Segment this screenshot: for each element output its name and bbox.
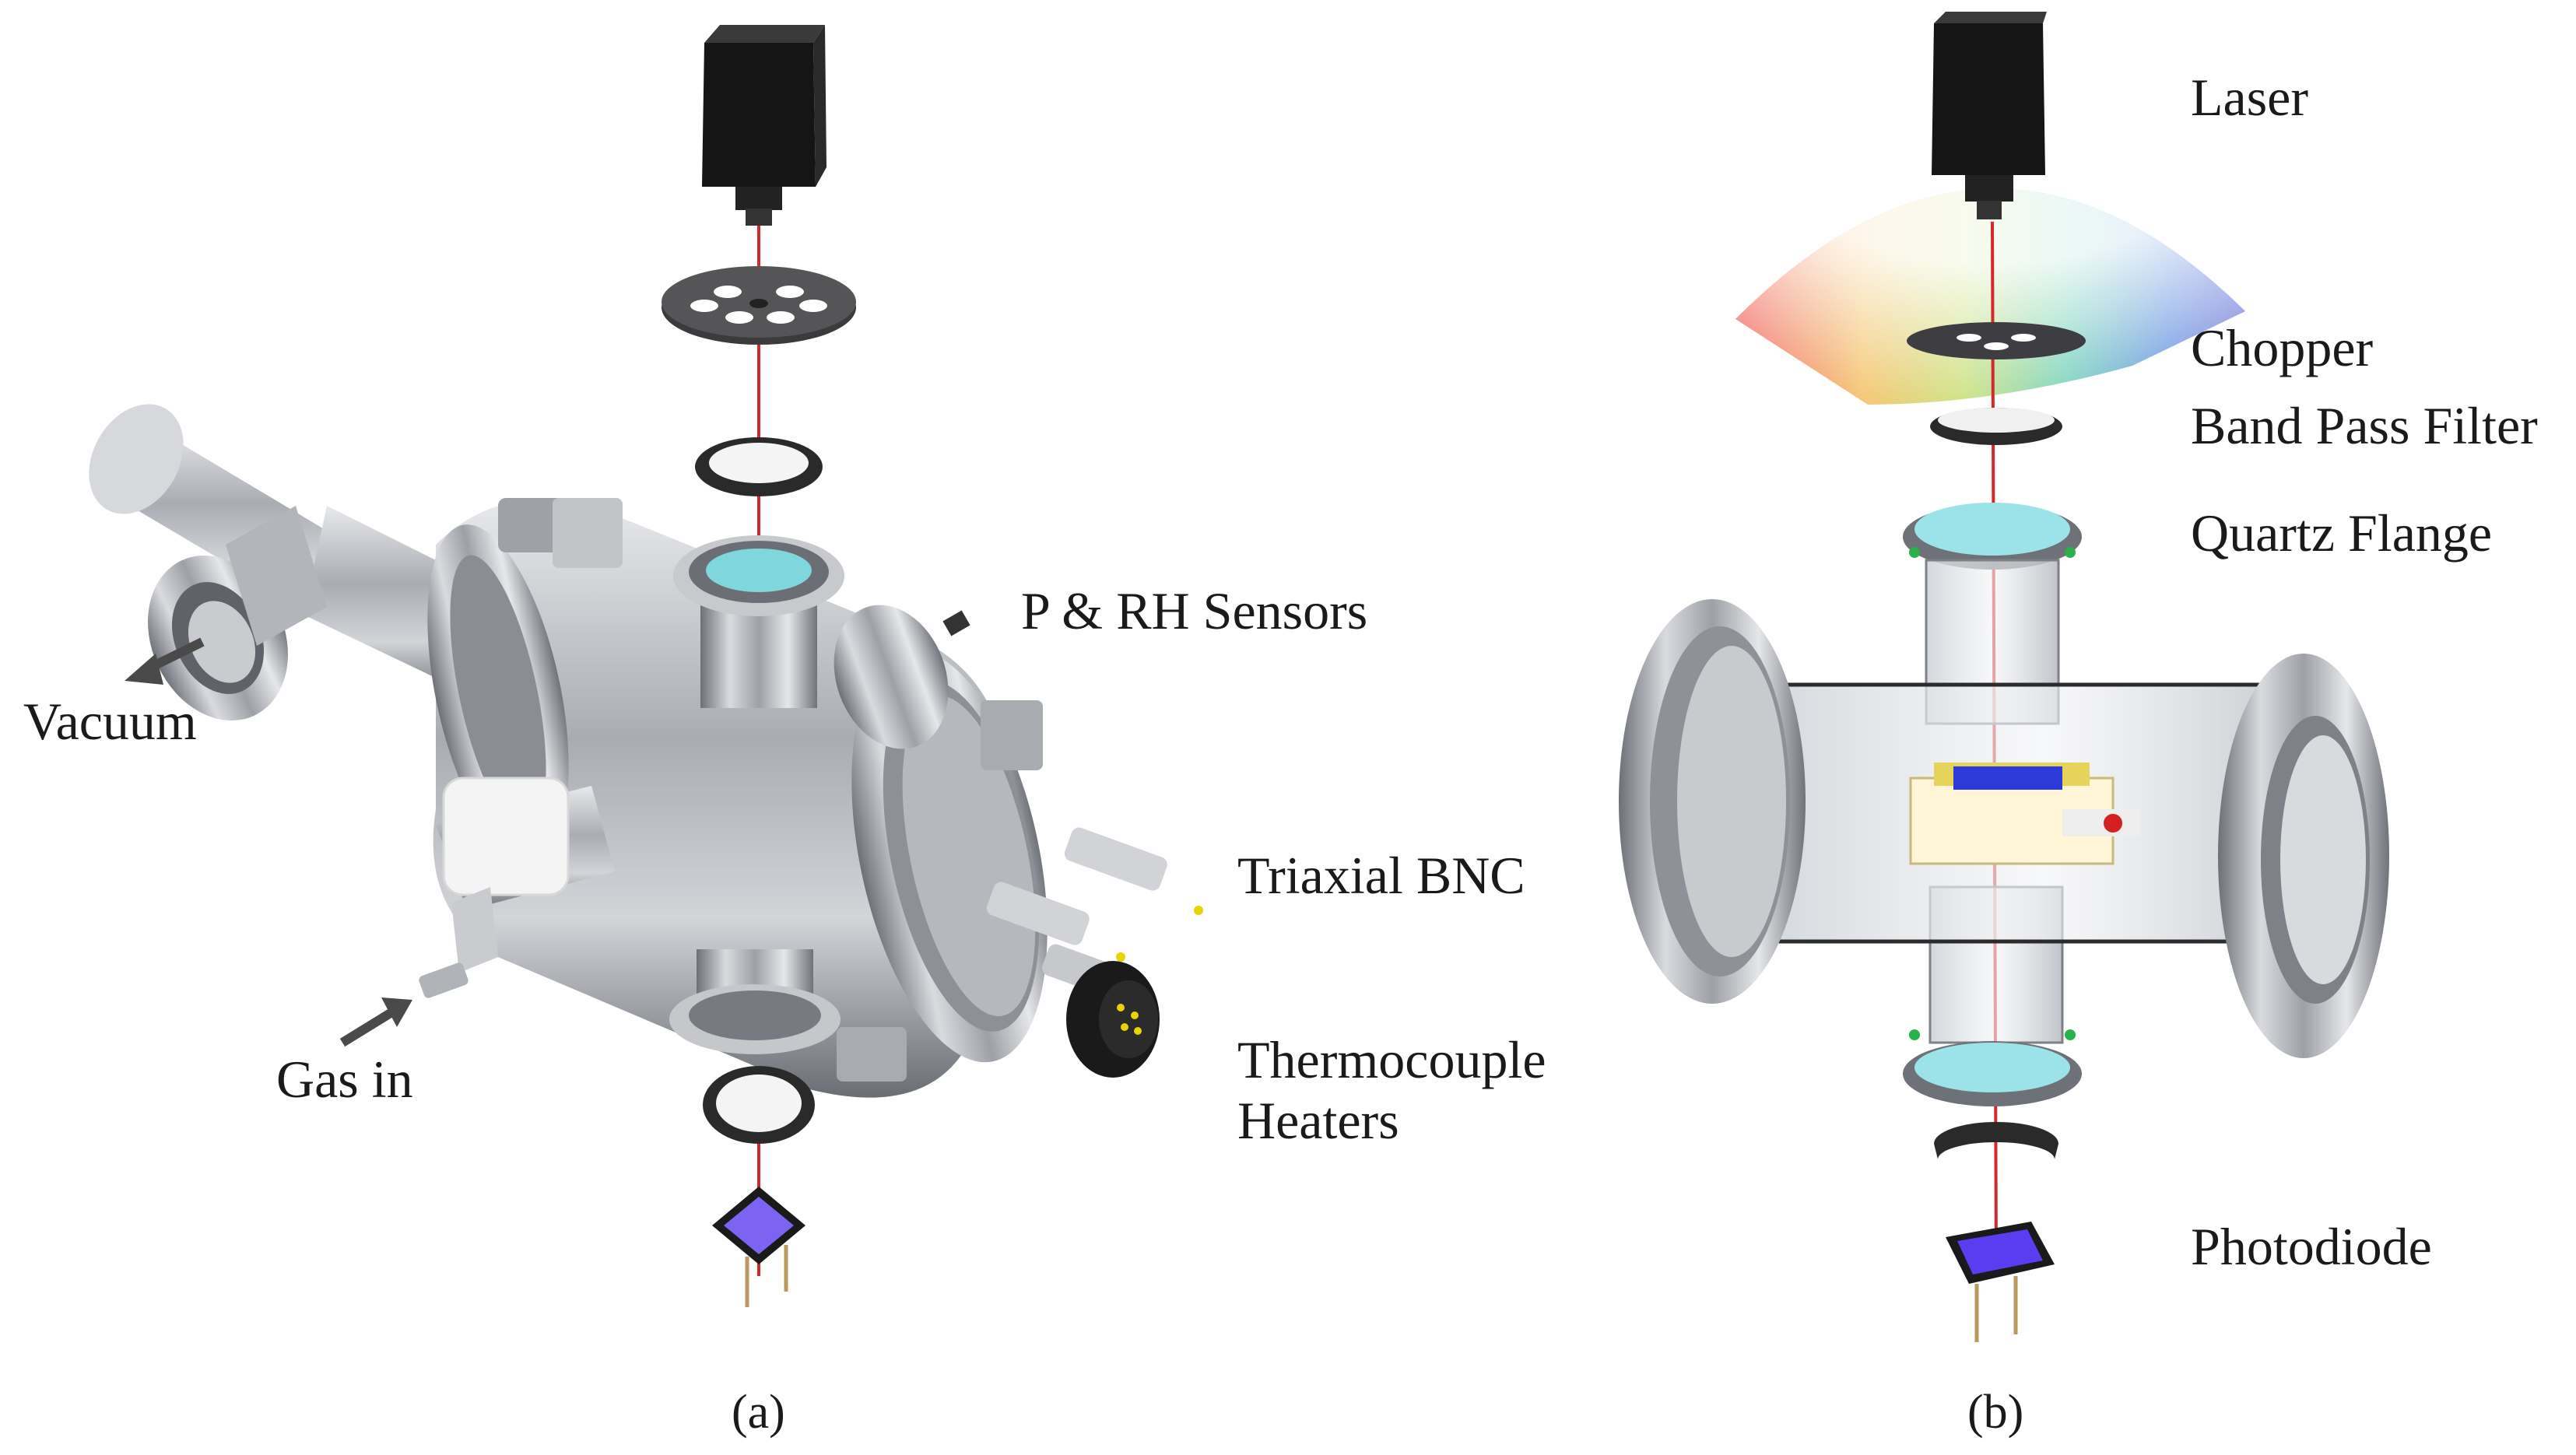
label-gas-in: Gas in xyxy=(276,1050,413,1109)
p-rh-sensor-port xyxy=(942,610,970,636)
label-band-pass-filter: Band Pass Filter xyxy=(2191,396,2538,455)
photodiode-a xyxy=(712,1187,805,1307)
label-triaxial-bnc: Triaxial BNC xyxy=(1237,846,1525,905)
band-pass-filter xyxy=(1930,408,2062,445)
filter-ring-lower-b xyxy=(1934,1122,2058,1159)
chopper-wheel-a xyxy=(662,266,856,345)
caption-a: (a) xyxy=(732,1386,785,1439)
vacuum-chamber xyxy=(427,498,1048,1098)
chopper-wheel-b xyxy=(1907,322,2086,359)
vacuum-valve xyxy=(89,404,498,720)
label-photodiode: Photodiode xyxy=(2191,1217,2432,1276)
laser-source-a xyxy=(702,25,826,226)
label-vacuum: Vacuum xyxy=(23,692,197,751)
laser-source-b xyxy=(1932,12,2047,219)
vacuum-arrow xyxy=(125,637,205,685)
quartz-flange-bottom xyxy=(1903,1029,2082,1106)
caption-b: (b) xyxy=(1967,1386,2023,1439)
spectrum-fan xyxy=(1735,188,2245,405)
label-chopper: Chopper xyxy=(2191,318,2374,377)
label-laser: Laser xyxy=(2191,68,2308,127)
gas-in-arrow xyxy=(339,997,412,1047)
panel-b: Laser Chopper Band Pass Filter Quartz Fl… xyxy=(1619,12,2538,1439)
sample-holder xyxy=(1909,763,2140,865)
filter-ring-upper-a xyxy=(695,437,823,496)
gas-inlet xyxy=(419,777,615,998)
label-p-rh-sensors: P & RH Sensors xyxy=(1021,581,1367,640)
filter-ring-lower-a xyxy=(703,1066,815,1144)
feedthroughs xyxy=(986,827,1203,1078)
panel-a: Vacuum Gas in P & RH Sensors Triaxial BN… xyxy=(23,25,1546,1439)
label-thermocouple: Thermocouple xyxy=(1237,1030,1546,1089)
label-quartz-flange: Quartz Flange xyxy=(2191,503,2492,563)
quartz-flange-top xyxy=(1903,503,2082,570)
photodiode-b xyxy=(1946,1222,2055,1342)
label-heaters: Heaters xyxy=(1237,1091,1399,1150)
